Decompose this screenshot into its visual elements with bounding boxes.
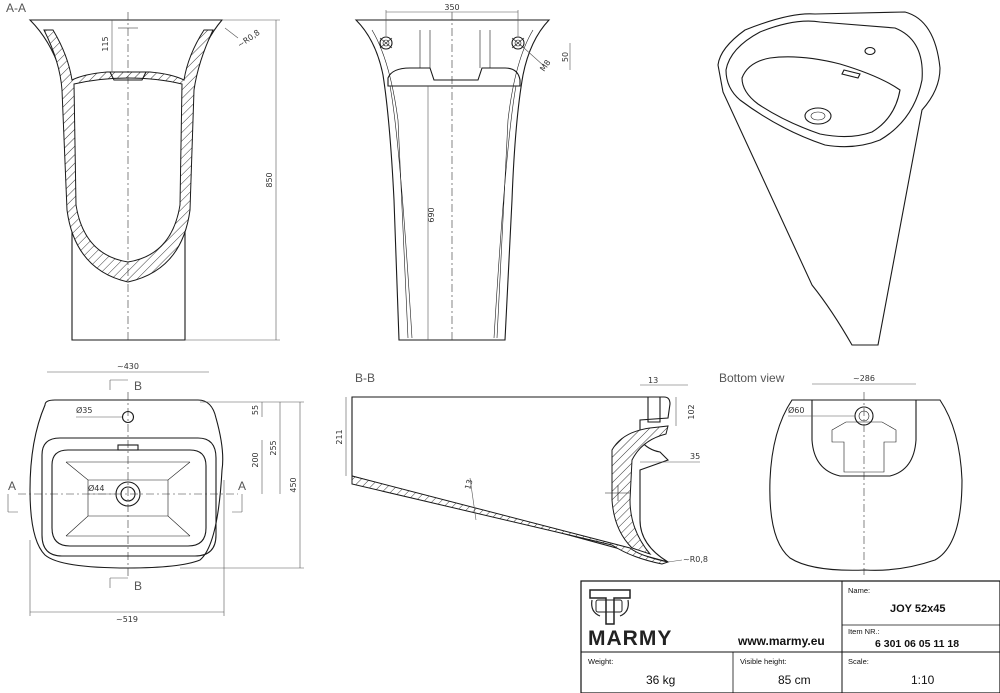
bv-d60: Ø60 (788, 405, 804, 415)
side-inner-line-left-2 (389, 85, 413, 339)
top-b-bottom: B (134, 579, 142, 593)
bottom-view: Bottom view ~286 Ø60 (719, 371, 963, 575)
aa-dim-115: 115 (101, 36, 110, 51)
name-value: JOY 52x45 (890, 603, 945, 615)
section-aa-label: A-A (6, 1, 26, 15)
top-basin-outline (51, 449, 207, 547)
visible-height-value: 85 cm (778, 673, 811, 687)
top-b-top: B (134, 379, 142, 393)
top-dim-430: ~430 (117, 362, 139, 371)
weight-value: 36 kg (646, 673, 675, 687)
section-bb-view: B-B 13 102 211 13 35 ~R0,8 (335, 371, 708, 565)
side-dim-50: 50 (561, 52, 570, 62)
brand-name: MARMY (588, 627, 672, 650)
side-inner-line-right (496, 29, 534, 339)
iso-outer-body (717, 11, 941, 346)
aa-r08-leader (224, 27, 239, 39)
bb-thread-mark (605, 485, 630, 501)
top-view: ~430 B B A A Ø35 Ø44 55 200 255 450 ~519 (7, 362, 304, 624)
side-bolt-right (511, 36, 525, 50)
side-dim-m8: M8 (538, 58, 552, 73)
top-d44: Ø44 (88, 483, 104, 493)
iso-drain (804, 107, 832, 125)
side-basin-lines (419, 30, 491, 68)
weight-label: Weight: (588, 657, 613, 666)
iso-drain-inner (810, 111, 826, 121)
bb-dim-35: 35 (690, 452, 700, 461)
bb-dim-13-diag-line (469, 477, 477, 521)
top-dim-255: 255 (269, 440, 278, 455)
top-rim-outline (41, 437, 217, 557)
top-dim-200: 200 (251, 452, 260, 467)
bb-dim-r08: ~R0,8 (683, 555, 708, 564)
aa-overflow-slot (109, 71, 147, 81)
top-a-arrow-right (232, 494, 243, 513)
marmy-logo: MARMY (588, 589, 672, 650)
bb-dim-211: 211 (335, 429, 344, 444)
title-block-frame (580, 580, 1000, 693)
bottom-view-label: Bottom view (719, 371, 785, 385)
top-dim-519: ~519 (116, 615, 138, 624)
bv-outer-outline (769, 399, 963, 571)
top-b-arrow-top (109, 379, 128, 390)
side-outer-profile (354, 19, 551, 341)
scale-value: 1:10 (911, 673, 935, 687)
bv-inner-outline (811, 400, 917, 477)
top-b-arrow-bot (109, 577, 128, 588)
iso-tap-hole (864, 46, 876, 56)
title-block: MARMY www.marmy.eu Name: JOY 52x45 Item … (580, 580, 1000, 693)
aa-dim-850: 850 (265, 172, 274, 187)
bv-dim-286: ~286 (853, 374, 875, 383)
side-inner-line-left (371, 29, 409, 339)
bb-hatched-wall (351, 425, 670, 565)
scale-label: Scale: (848, 657, 869, 666)
bb-outer-profile (351, 396, 671, 563)
bb-tap-post (647, 397, 661, 423)
visible-height-label: Visible height: (740, 657, 787, 666)
iso-basin (741, 56, 901, 138)
website-text: www.marmy.eu (737, 634, 825, 648)
top-a-left: A (8, 479, 16, 493)
bb-r08-leader (667, 559, 683, 563)
bb-dim-102: 102 (687, 404, 696, 419)
top-a-arrow-left (7, 494, 18, 513)
name-label: Name: (848, 586, 870, 595)
aa-hatched-wall (43, 29, 214, 283)
side-bowl-outline (387, 67, 521, 87)
section-bb-label: B-B (355, 371, 375, 385)
top-a-right: A (238, 479, 246, 493)
side-m8-leader (523, 47, 545, 67)
top-d35: Ø35 (76, 405, 92, 415)
section-aa-view: A-A 115 ~R0,8 850 (6, 1, 280, 342)
aa-dim-r08: ~R0,8 (236, 28, 262, 50)
side-dim-350: 350 (444, 3, 459, 12)
item-label: Item NR.: (848, 627, 880, 636)
top-dim-450: 450 (289, 477, 298, 492)
top-dim-55: 55 (251, 405, 260, 415)
side-dim-690: 690 (427, 207, 436, 222)
iso-rim (725, 20, 923, 148)
isometric-view (717, 11, 941, 346)
side-inner-line-right-2 (493, 85, 517, 339)
bb-dim-13-diag: 13 (463, 478, 474, 490)
iso-overflow (841, 69, 861, 79)
side-bolt-left (379, 36, 393, 50)
side-view: 350 50 M8 690 (354, 3, 571, 342)
bb-dim-13-top: 13 (648, 376, 658, 385)
item-value: 6 301 06 05 11 18 (875, 638, 959, 650)
